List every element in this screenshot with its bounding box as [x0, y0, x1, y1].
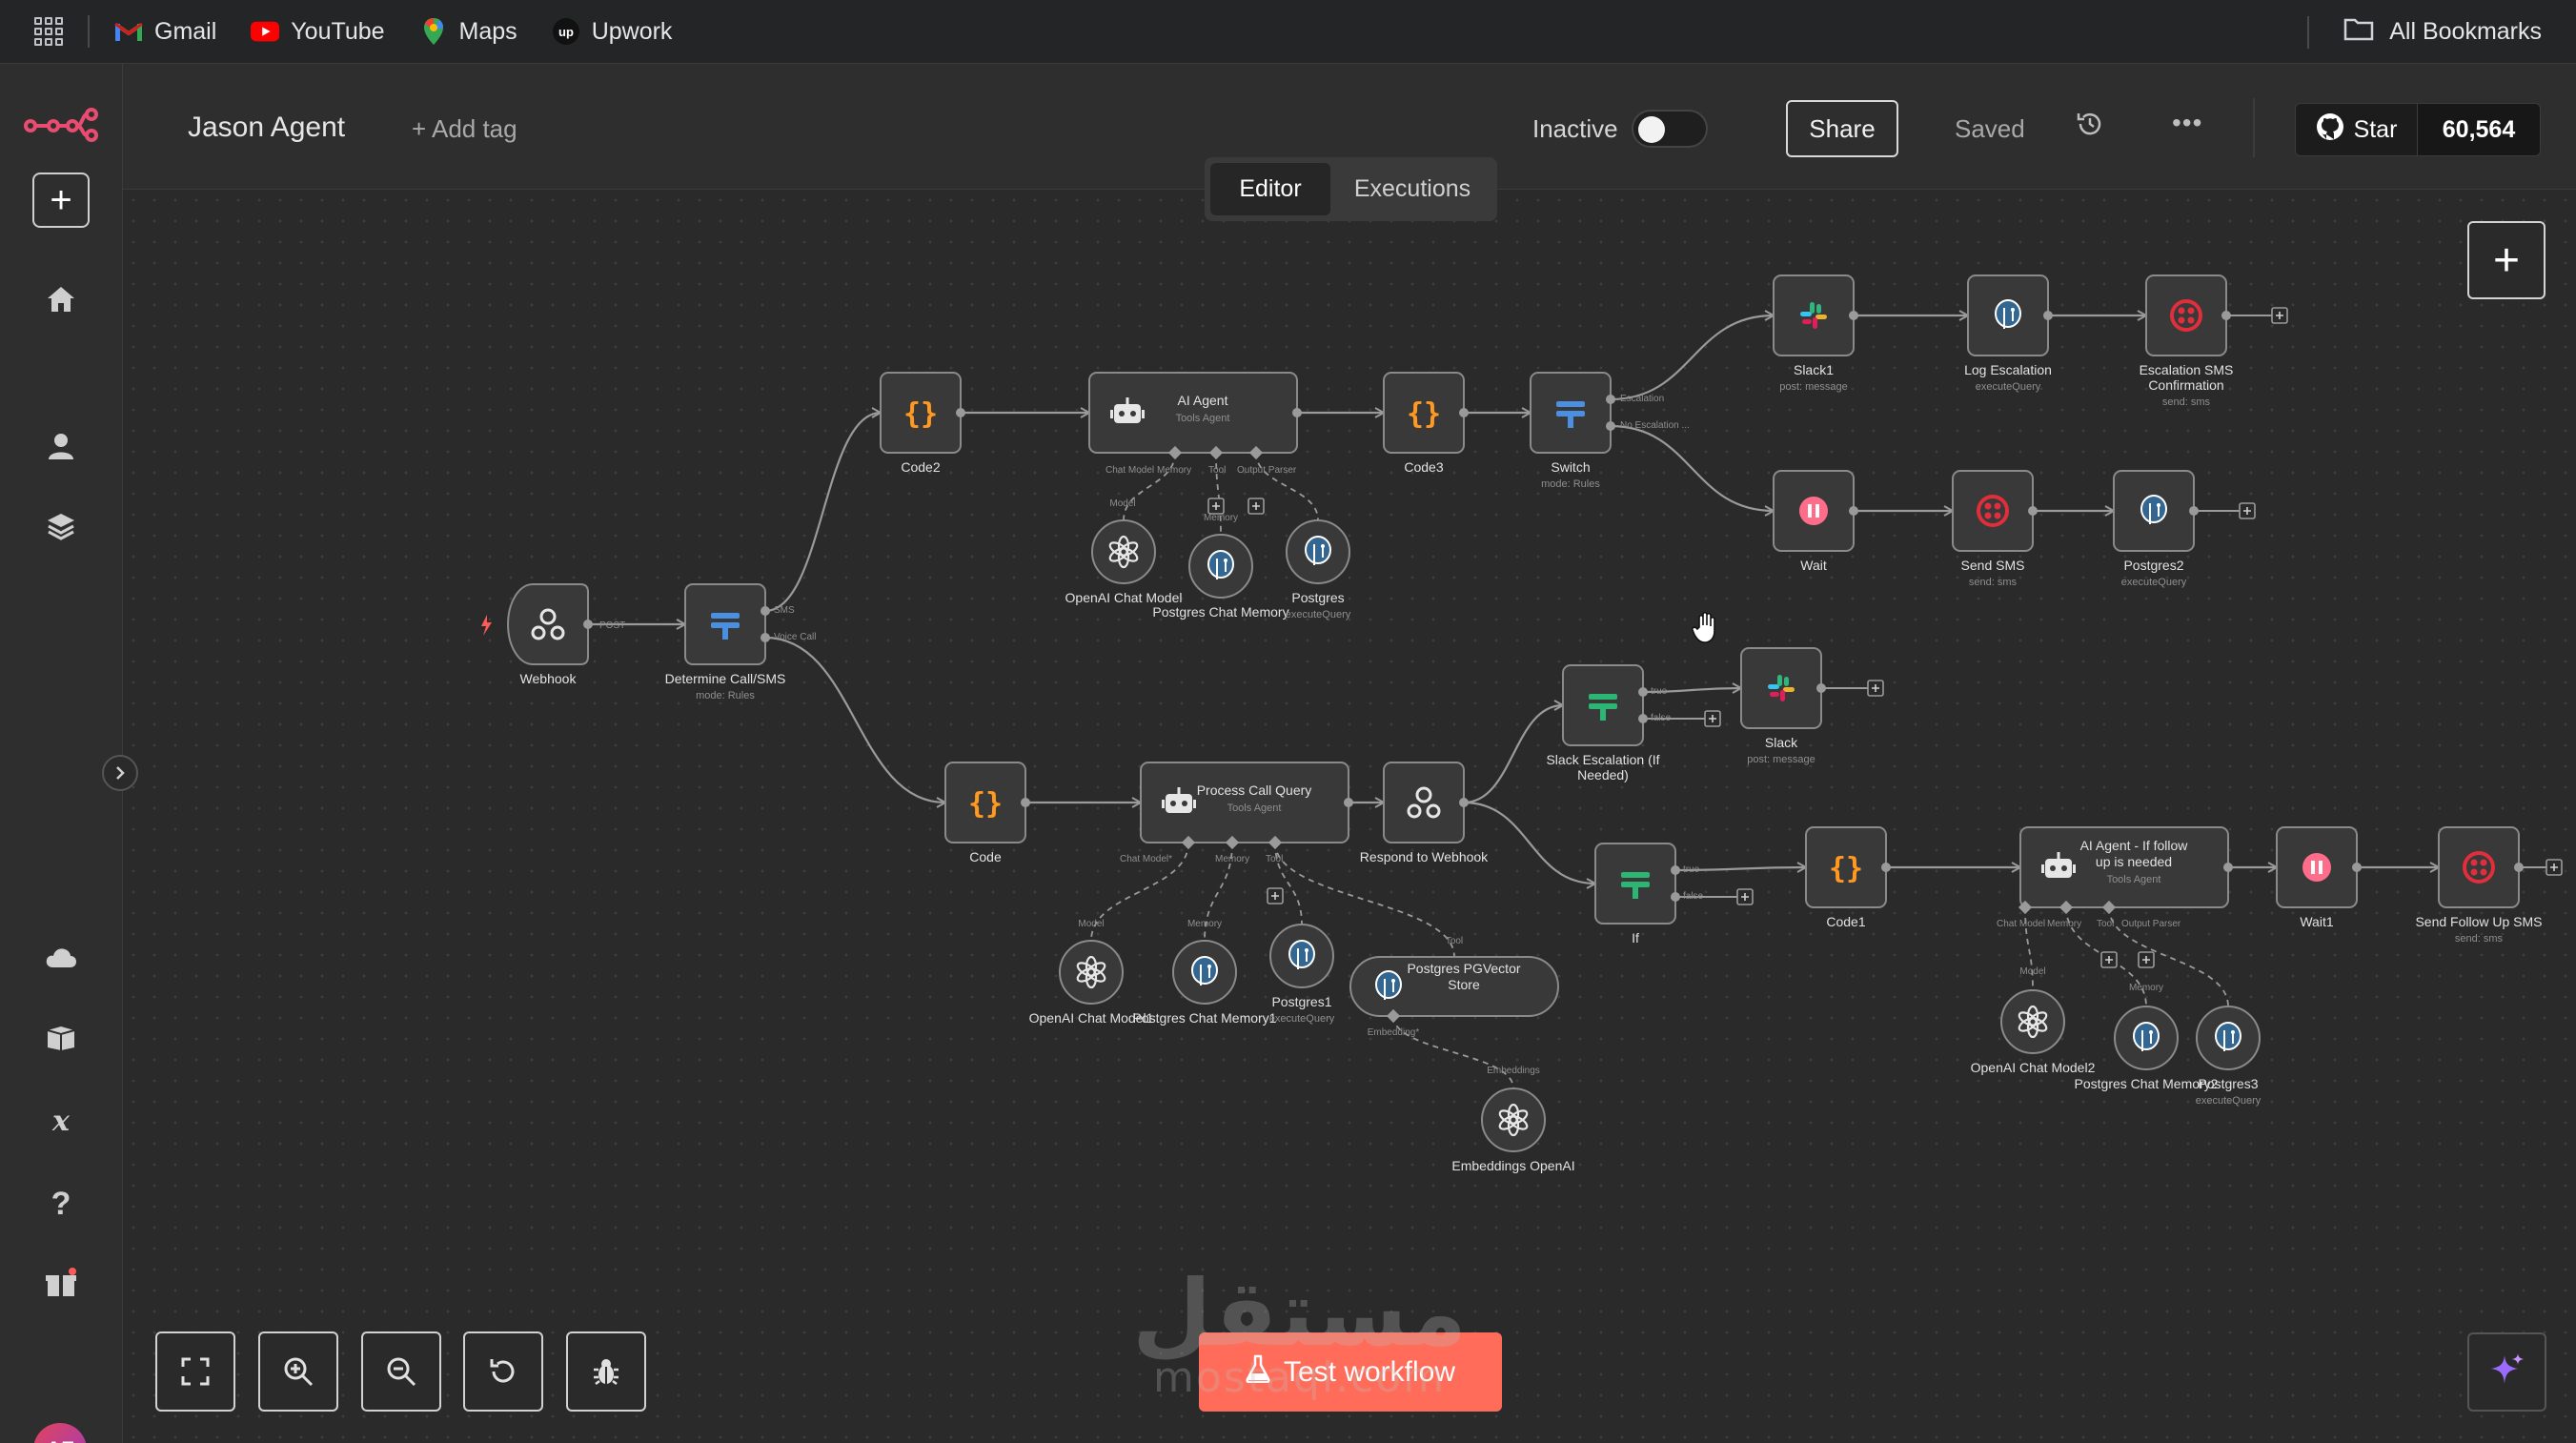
- variables-icon[interactable]: x: [37, 1097, 85, 1145]
- cloud-icon[interactable]: [37, 934, 85, 982]
- svg-text:up: up: [558, 25, 574, 39]
- home-icon[interactable]: [37, 275, 85, 323]
- bookmark-gmail[interactable]: Gmail: [114, 18, 216, 46]
- grab-cursor-icon: [1691, 610, 1723, 649]
- sparkle-icon: [2489, 1352, 2525, 1392]
- n8n-logo[interactable]: [21, 100, 101, 148]
- tab-editor[interactable]: Editor: [1210, 163, 1330, 215]
- workflow-name[interactable]: Jason Agent: [188, 112, 346, 143]
- toggle-knob: [1638, 116, 1665, 143]
- bookmark-maps[interactable]: Maps: [419, 18, 517, 46]
- upwork-icon: up: [552, 18, 580, 45]
- maps-icon: [419, 18, 448, 45]
- divider: [2253, 98, 2255, 157]
- more-options-button[interactable]: •••: [2172, 108, 2203, 137]
- add-tag-button[interactable]: + Add tag: [412, 114, 517, 143]
- help-icon[interactable]: ?: [37, 1179, 85, 1227]
- watermark: مستقل mostaql.com: [1132, 1268, 1467, 1402]
- svg-text:?: ?: [51, 1188, 71, 1218]
- zoom-in-button[interactable]: [258, 1331, 338, 1412]
- watermark-latin: mostaql.com: [1153, 1353, 1447, 1402]
- github-star-button[interactable]: Star: [2296, 104, 2418, 155]
- user-icon[interactable]: [37, 422, 85, 470]
- bookmark-label: Maps: [458, 17, 517, 45]
- test-workflow-label: Test workflow: [1283, 1355, 1456, 1388]
- fit-view-button[interactable]: [155, 1331, 235, 1412]
- bookmark-youtube[interactable]: YouTube: [251, 17, 385, 46]
- apps-grid-icon[interactable]: [34, 17, 63, 46]
- tab-executions[interactable]: Executions: [1353, 175, 1471, 202]
- left-sidebar: + x ? AF: [0, 64, 123, 1443]
- all-bookmarks[interactable]: All Bookmarks: [2307, 0, 2542, 64]
- bookmark-label: YouTube: [291, 17, 385, 45]
- divider: [2307, 15, 2310, 49]
- add-node-button[interactable]: +: [2467, 221, 2546, 299]
- avatar[interactable]: AF: [33, 1423, 87, 1443]
- svg-text:x: x: [51, 1108, 71, 1134]
- debug-bug-button[interactable]: [566, 1331, 646, 1412]
- bookmark-upwork[interactable]: up Upwork: [552, 17, 673, 46]
- youtube-icon: [251, 19, 280, 44]
- flask-icon: [1246, 1354, 1270, 1391]
- bookmarks-bar: Gmail YouTube Maps up Upwork All Bookmar…: [0, 0, 2576, 64]
- active-toggle[interactable]: [1632, 110, 1708, 148]
- expand-sidebar-button[interactable]: [102, 755, 138, 791]
- folder-icon: [2343, 16, 2374, 48]
- ai-assistant-button[interactable]: [2467, 1332, 2546, 1412]
- test-workflow-button[interactable]: Test workflow: [1199, 1332, 1502, 1412]
- github-star-widget[interactable]: Star 60,564: [2295, 103, 2541, 156]
- view-tabs: Editor Executions: [1205, 157, 1497, 221]
- saved-status: Saved: [1955, 114, 2025, 143]
- status-label: Inactive: [1532, 114, 1618, 143]
- templates-icon[interactable]: [37, 1014, 85, 1062]
- zoom-out-button[interactable]: [361, 1331, 441, 1412]
- share-button[interactable]: Share: [1786, 100, 1898, 157]
- watermark-arabic: مستقل: [1132, 1260, 1468, 1367]
- divider: [88, 15, 90, 48]
- add-workflow-button[interactable]: +: [32, 173, 90, 228]
- history-icon[interactable]: [2076, 110, 2104, 143]
- bookmark-label: Upwork: [591, 17, 673, 45]
- github-star-count: 60,564: [2418, 104, 2540, 155]
- all-bookmarks-label: All Bookmarks: [2389, 18, 2542, 45]
- github-star-label: Star: [2353, 115, 2398, 143]
- workflow-canvas[interactable]: [123, 190, 2576, 1443]
- bookmark-label: Gmail: [154, 17, 217, 45]
- gmail-icon: [114, 19, 143, 44]
- reset-zoom-button[interactable]: [463, 1331, 543, 1412]
- gift-icon[interactable]: [37, 1259, 85, 1307]
- github-icon: [2316, 112, 2344, 148]
- layers-icon[interactable]: [37, 502, 85, 550]
